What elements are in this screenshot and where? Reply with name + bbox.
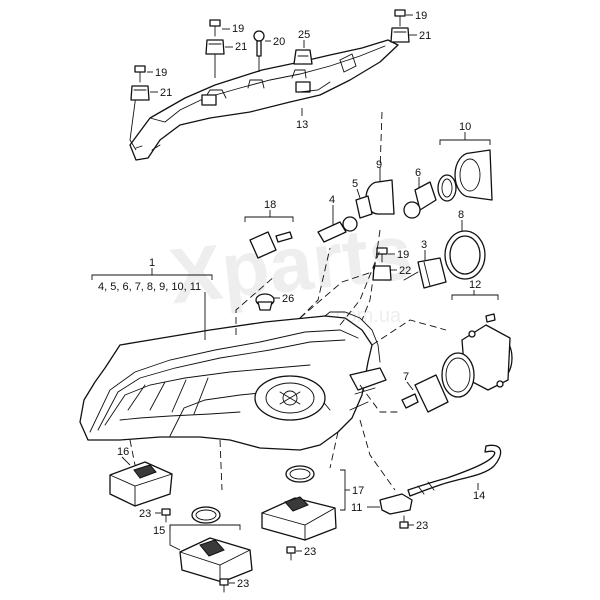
callout-26: 26 (282, 293, 294, 305)
ignitor-3 (403, 257, 447, 289)
callout-19: 19 (397, 249, 409, 261)
callout-15: 15 (153, 525, 165, 537)
callout-20: 20 (273, 36, 285, 48)
clip-11 (379, 493, 413, 515)
control-module-16 (109, 461, 173, 507)
control-module-15 (179, 537, 253, 583)
bulb-6 (403, 181, 437, 219)
callout-5: 5 (352, 178, 358, 190)
screw-23-module-17 (286, 546, 296, 561)
screw-12 (485, 313, 496, 323)
callout-23: 23 (416, 520, 428, 532)
adjuster-18 (249, 231, 293, 259)
bulb-4 (317, 216, 358, 243)
callout-25: 25 (298, 29, 310, 41)
screw-23-module-15 (219, 578, 229, 593)
callout-1-part-list: 4, 5, 6, 7, 8, 9, 10, 11 (98, 281, 201, 293)
seal-ring-6 (437, 174, 457, 202)
screw-23-hose (399, 515, 409, 529)
callout-11: 11 (351, 502, 362, 514)
clip-nut-21-upper-right (390, 27, 410, 43)
callout-12: 12 (469, 279, 481, 291)
screw-19-mid (376, 247, 388, 263)
xenon-bulb-7 (401, 374, 449, 413)
seal-ring-12 (441, 352, 475, 398)
mounting-bracket (129, 39, 399, 161)
callout-18: 18 (264, 199, 276, 211)
callout-19: 19 (155, 67, 167, 79)
callout-16: 16 (117, 446, 129, 458)
callout-23: 23 (304, 546, 316, 558)
cap-10 (454, 149, 493, 201)
screw-23-module-16 (161, 508, 171, 523)
callout-1: 1 (149, 257, 155, 269)
vent-hose-14 (407, 444, 502, 497)
clip-nut-21-upper-left (205, 39, 225, 78)
callout-23: 23 (237, 578, 249, 590)
callout-4: 4 (329, 194, 335, 206)
seal-ring-8 (444, 230, 486, 280)
seal-17 (285, 465, 315, 483)
callout-22: 22 (399, 265, 411, 277)
callout-10: 10 (459, 121, 471, 133)
screw-19-left (134, 65, 146, 83)
callout-6: 6 (415, 167, 421, 179)
callout-13: 13 (296, 119, 308, 131)
screw-19-upper-right (394, 9, 406, 27)
control-module-17 (261, 496, 337, 541)
screw-19-upper-left (209, 19, 221, 37)
callout-9: 9 (376, 159, 382, 171)
callout-17: 17 (352, 485, 364, 497)
callout-8: 8 (458, 209, 464, 221)
callout-19: 19 (232, 23, 244, 35)
callout-19: 19 (415, 10, 427, 22)
clip-nut-21-left (130, 85, 150, 101)
clip-nut-22 (372, 265, 392, 281)
grommet-26 (255, 293, 275, 311)
screw-20 (253, 30, 265, 72)
callout-7: 7 (403, 371, 409, 383)
spring-clip-5 (355, 195, 373, 219)
callout-21: 21 (160, 87, 172, 99)
callout-23: 23 (139, 508, 151, 520)
callout-21: 21 (419, 30, 431, 42)
callout-3: 3 (421, 239, 427, 251)
clip-25 (293, 49, 313, 65)
seal-15 (191, 506, 221, 524)
callout-14: 14 (473, 490, 485, 502)
callout-21: 21 (235, 41, 247, 53)
headlamp-assembly (79, 311, 387, 451)
